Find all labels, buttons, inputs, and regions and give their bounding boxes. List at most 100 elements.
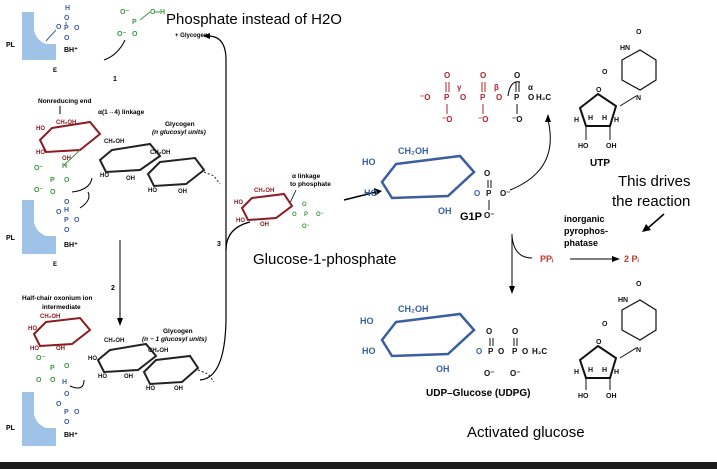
svg-text:O: O (36, 377, 42, 384)
svg-text:H₂C: H₂C (536, 93, 551, 102)
svg-text:HN: HN (618, 297, 628, 304)
svg-text:O: O (302, 202, 307, 208)
enzyme-label-2: pyrophos- (564, 226, 608, 236)
enzyme-pl-label-bottom: PL (6, 425, 16, 432)
svg-text:P: P (64, 25, 69, 32)
ppi-label: PPᵢ (540, 254, 554, 264)
glucose-1-phosphate-small: CH₂OH HO HO OH O P O⁻ O O⁻ (234, 188, 324, 230)
svg-text:HO: HO (148, 188, 157, 194)
arrow-to-udpg-head (509, 286, 515, 294)
svg-text:P: P (50, 365, 55, 372)
svg-text:O: O (514, 71, 520, 80)
svg-text:O: O (292, 212, 297, 218)
svg-text:CH₂OH: CH₂OH (254, 188, 274, 194)
utp-label: UTP (590, 158, 610, 169)
svg-text:H: H (614, 369, 619, 376)
svg-text:O: O (602, 69, 608, 76)
phosphate-mid-green: O⁻ P O O⁻ O H (34, 149, 81, 196)
svg-text:OH: OH (606, 143, 617, 150)
step-3-return-arrow (199, 35, 227, 381)
svg-text:O: O (496, 93, 502, 102)
udp-glucose: CH₂OH HO HO OH O P O P O H₂C O O O⁻ O⁻ O… (360, 281, 657, 400)
svg-text:O⁻: O⁻ (500, 189, 510, 198)
curved-arrow-2 (71, 177, 93, 193)
svg-text:OH: OH (56, 346, 65, 352)
svg-text:P: P (444, 93, 450, 102)
svg-text:O: O (64, 199, 70, 206)
g1p-label: G1P (460, 211, 482, 223)
svg-text:O: O (480, 71, 486, 80)
svg-text:HO: HO (88, 356, 97, 362)
svg-text:O: O (512, 327, 518, 336)
svg-text:HO: HO (360, 316, 374, 326)
svg-text:O: O (460, 93, 466, 102)
phosphate-top-green: O⁻ O H P O⁻ O (117, 9, 165, 38)
curved-arrow-3 (79, 191, 90, 209)
svg-text:O: O (474, 189, 480, 198)
enzyme-blob-mid (22, 200, 56, 254)
enzyme-pl-label-top: PL (6, 42, 16, 49)
svg-text:O: O (528, 93, 534, 102)
plp-phosphate-top: H O O P O O (45, 5, 80, 42)
svg-text:OH: OH (174, 386, 183, 392)
caption-phosphate-instead: Phosphate instead of H2O (166, 11, 342, 28)
svg-text:O: O (498, 347, 504, 356)
svg-text:P: P (512, 347, 518, 356)
svg-text:O: O (74, 25, 80, 32)
svg-text:OH: OH (438, 206, 452, 216)
glycogen-chain-bottom: CH₂OH CH₂OH HO HO OH HO OH (88, 338, 215, 392)
enzyme-blob-bottom (22, 392, 56, 446)
svg-text:H: H (62, 379, 67, 386)
svg-text:OH: OH (436, 364, 450, 374)
svg-text:H: H (62, 163, 67, 170)
svg-text:HO: HO (362, 346, 376, 356)
attack-arrow (509, 119, 551, 191)
caption-glucose-1-phosphate: Glucose-1-phosphate (253, 251, 396, 268)
svg-text:CH₂OH: CH₂OH (104, 139, 124, 145)
enzyme-bh-label-top: BH⁺ (64, 47, 78, 54)
svg-text:O: O (64, 15, 70, 22)
svg-text:OH: OH (178, 189, 187, 195)
svg-text:H₂C: H₂C (532, 347, 547, 356)
step-3-branch (225, 221, 251, 251)
svg-text:O: O (64, 363, 70, 370)
svg-text:O: O (64, 177, 70, 184)
svg-text:⁻O: ⁻O (478, 115, 488, 124)
svg-text:N: N (636, 347, 641, 354)
alpha-linkage-pointer (289, 189, 297, 204)
svg-text:HO: HO (578, 143, 589, 150)
svg-text:CH₂OH: CH₂OH (104, 338, 124, 344)
glucose-1-phosphate-large: CH₂OH HO HO OH O P O⁻ O O⁻ (362, 146, 510, 220)
svg-text:O⁻: O⁻ (120, 9, 129, 16)
svg-text:HN: HN (620, 45, 630, 52)
svg-text:O: O (64, 391, 70, 398)
svg-text:O: O (50, 377, 56, 384)
step-3-arrowhead (203, 33, 210, 39)
enzyme-e-label-top: E (53, 68, 57, 74)
svg-text:P: P (132, 19, 137, 26)
svg-text:O⁻: O⁻ (484, 211, 494, 220)
enzyme-pl-label-mid: PL (6, 235, 16, 242)
svg-text:H: H (160, 9, 165, 16)
bottom-bar (0, 462, 717, 469)
svg-text:O: O (596, 339, 602, 346)
utp-curved-arrow (507, 81, 521, 97)
svg-text:H: H (588, 115, 593, 122)
svg-text:O: O (64, 227, 70, 234)
svg-text:OH: OH (126, 176, 135, 182)
step-3-label: 3 (217, 241, 221, 248)
svg-text:O: O (150, 9, 156, 16)
step-1-label: 1 (113, 76, 117, 83)
pyrophosphatase-arrowhead (612, 256, 620, 262)
svg-text:HO: HO (28, 326, 37, 332)
svg-text:H: H (65, 5, 70, 12)
svg-text:H: H (574, 117, 579, 124)
svg-text:HO: HO (30, 346, 39, 352)
svg-text:P: P (50, 177, 55, 184)
arrow-to-g1p-head (374, 188, 382, 196)
svg-text:O: O (636, 281, 642, 288)
svg-text:P: P (304, 212, 308, 218)
svg-text:O: O (56, 24, 62, 31)
enzyme-bh-label-bottom: BH⁺ (64, 432, 78, 439)
svg-text:H: H (614, 117, 619, 124)
